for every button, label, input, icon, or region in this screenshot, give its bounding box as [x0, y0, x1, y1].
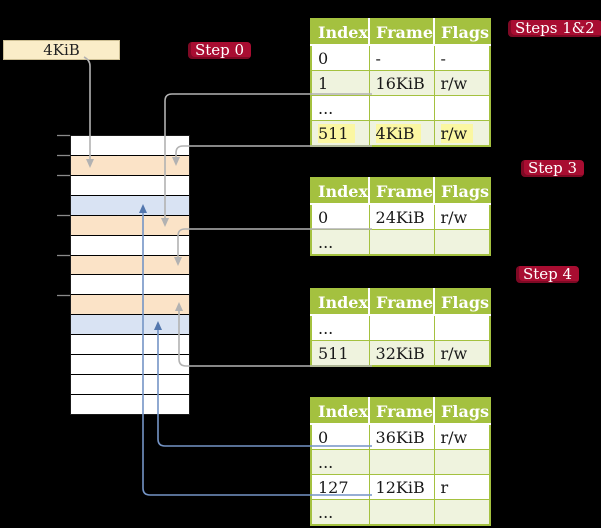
frame-size-label: 4KiB	[3, 40, 120, 60]
table-header-row: Index Frame Flags	[311, 398, 491, 425]
col-header-index: Index	[311, 178, 370, 205]
memory-frame-row	[71, 255, 189, 276]
col-header-flags: Flags	[433, 19, 491, 46]
table-row-highlighted: 511 4KiB r/w	[310, 120, 491, 147]
col-header-frame: Frame	[368, 19, 435, 46]
col-header-frame: Frame	[368, 289, 435, 316]
col-header-index: Index	[311, 398, 370, 425]
memory-frame-row	[71, 295, 189, 316]
memory-frame-row	[71, 315, 189, 336]
page-table-step3: Index Frame Flags 0 24KiB r/w ...	[310, 177, 492, 256]
step4-label: Step 4	[516, 266, 580, 283]
address-ticks	[57, 134, 70, 297]
table-row: ...	[310, 95, 491, 121]
page-table-step4: Index Frame Flags ... 511 32KiB r/w	[310, 288, 492, 367]
memory-frame-row	[71, 394, 189, 414]
highlighted-value: r/w	[440, 123, 474, 143]
step0-label: Step 0	[188, 42, 252, 59]
table-row: 511 32KiB r/w	[310, 340, 491, 367]
table-row: ...	[310, 229, 491, 256]
steps12-label: Steps 1&2	[508, 20, 601, 37]
highlighted-value: 4KiB	[375, 123, 421, 143]
memory-frame-row	[71, 375, 189, 395]
table-header-row: Index Frame Flags	[311, 19, 491, 46]
memory-frame-row	[71, 335, 189, 356]
highlighted-value: 511	[318, 123, 355, 143]
col-header-index: Index	[311, 19, 370, 46]
table-row: 127 12KiB r	[310, 474, 491, 500]
physical-memory-column	[70, 135, 190, 415]
table-row: ...	[310, 314, 491, 341]
table-row: 1 16KiB r/w	[310, 70, 491, 96]
memory-frame-row	[71, 136, 189, 156]
page-table-steps12: Index Frame Flags 0 - - 1 16KiB r/w ... …	[310, 18, 492, 147]
table-row: ...	[310, 449, 491, 475]
memory-frame-row	[71, 195, 189, 216]
table-header-row: Index Frame Flags	[311, 178, 491, 205]
arrow-entry511-to-frame-4kib	[175, 145, 372, 157]
col-header-frame: Frame	[368, 178, 435, 205]
memory-frame-row	[71, 175, 189, 196]
col-header-flags: Flags	[433, 398, 491, 425]
table-row: ...	[310, 499, 491, 526]
memory-frame-row	[71, 155, 189, 176]
memory-frame-row	[71, 355, 189, 376]
table-row: 0 - -	[310, 44, 491, 71]
col-header-index: Index	[311, 289, 370, 316]
col-header-frame: Frame	[368, 398, 435, 425]
table-row: 0 36KiB r/w	[310, 423, 491, 450]
step3-label: Step 3	[521, 160, 585, 177]
memory-frame-row	[71, 275, 189, 296]
page-table-final: Index Frame Flags 0 36KiB r/w ... 127 12…	[310, 397, 492, 526]
col-header-flags: Flags	[433, 178, 491, 205]
memory-frame-row	[71, 215, 189, 236]
table-header-row: Index Frame Flags	[311, 289, 491, 316]
table-row: 0 24KiB r/w	[310, 203, 491, 230]
col-header-flags: Flags	[433, 289, 491, 316]
memory-frame-row	[71, 235, 189, 256]
